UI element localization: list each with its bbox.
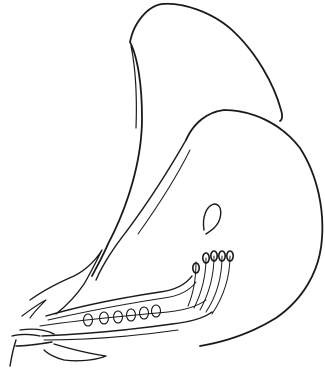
pedicel	[10, 335, 52, 367]
upper-petal	[92, 4, 282, 276]
ovule-5	[140, 307, 149, 319]
keel-hook	[203, 204, 220, 234]
lower-petal-inner-line	[138, 150, 190, 234]
lower-petal-left-edge	[96, 140, 186, 280]
lower-sepal	[44, 344, 106, 361]
column-upper-edge	[46, 276, 192, 316]
calyx-lobe-lower	[20, 329, 54, 334]
calyx-lobe-middle	[22, 300, 46, 318]
ovule-6	[152, 305, 161, 317]
stamen-filament-5	[212, 256, 230, 314]
